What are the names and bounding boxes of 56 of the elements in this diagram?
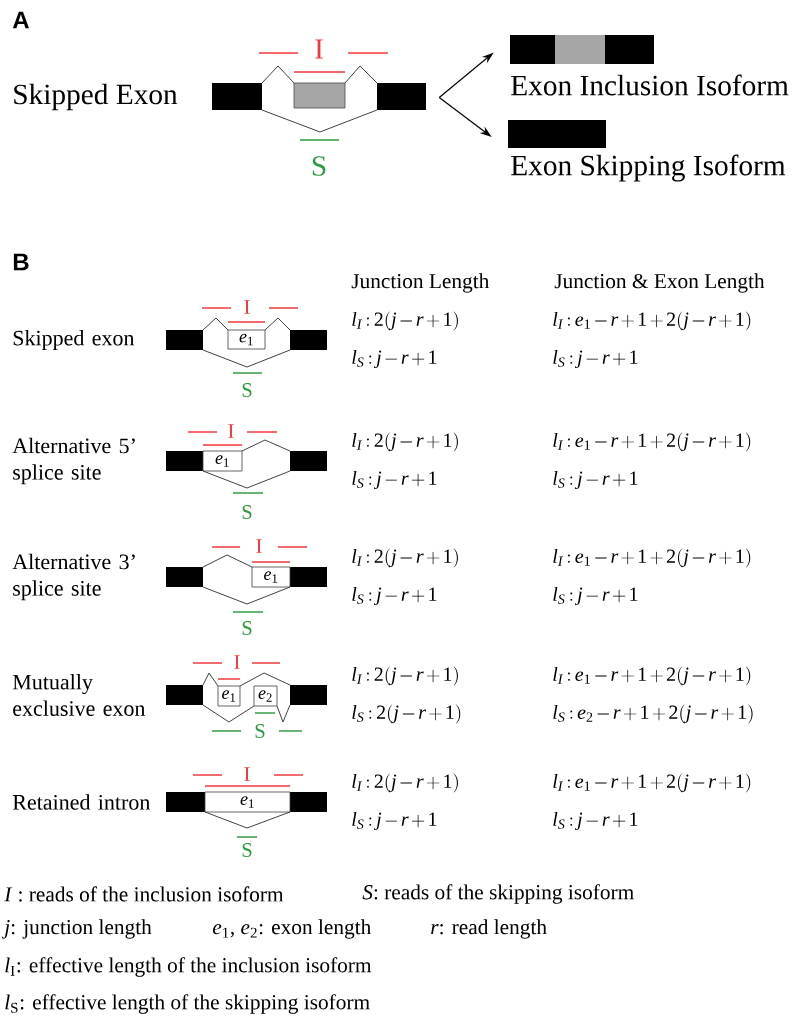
legend-text: S: reads of the skipping isoform	[362, 884, 634, 904]
formula: $l_S : 2(j-r+1)$	[352, 704, 461, 724]
legend-text: l$_{S}$: effective length of the skipping isoform	[5, 994, 370, 1014]
row-label: Alternative 5’ splice site	[12, 437, 135, 485]
formula: $l_I : 2(j-r+1)$	[352, 666, 458, 686]
read-label: I	[228, 424, 234, 438]
row-label: Skipped exon	[13, 330, 135, 350]
formula: $l_S : j-r+1$	[352, 586, 437, 606]
formula: $l_S : j-r+1$	[553, 586, 638, 606]
exon-label: e$_{1}$	[222, 690, 236, 702]
legend-text: I : reads of the inclusion isoform	[4, 886, 284, 902]
row-label: Mutually exclusive exon	[12, 674, 146, 716]
exon-label: e$_{1}$	[239, 333, 253, 346]
formula: $l_S : j-r+1$	[352, 470, 437, 490]
isoform-label: Exon Skipping Isoform	[511, 154, 786, 182]
formula: $l_S : e_2-r+1+2(j-r+1)$	[553, 704, 753, 724]
legend-text: r: read length	[431, 919, 547, 939]
exon-label: e$_{1}$	[264, 571, 278, 583]
formula: $l_S : j-r+1$	[352, 349, 437, 369]
exon-label: e$_{1}$	[240, 796, 254, 808]
exon-label: e$_{2}$	[258, 690, 272, 702]
read-label: S	[242, 383, 252, 397]
formula: $l_I : e_1-r+1+2(j-r+1)$	[553, 311, 751, 331]
formula: $l_S : j-r+1$	[553, 811, 638, 831]
row-label: Alternative 3’ splice site	[12, 553, 135, 601]
read-label: I	[244, 300, 250, 314]
panel-letter: B	[13, 253, 29, 271]
exon-label: e$_{1}$	[215, 455, 229, 467]
column-header: Junction & Exon Length	[554, 273, 765, 293]
read-label: I	[256, 539, 262, 553]
formula: $l_S : j-r+1$	[352, 811, 437, 831]
row-label: Retained intron	[12, 794, 151, 810]
read-label: I	[315, 39, 323, 59]
formula: $l_I : 2(j-r+1)$	[352, 311, 458, 331]
isoform-label: Exon Inclusion Isoform	[511, 74, 789, 96]
formula: $l_I : e_1-r+1+2(j-r+1)$	[553, 666, 751, 686]
formula: $l_S : j-r+1$	[553, 349, 638, 369]
formula: $l_I : 2(j-r+1)$	[352, 432, 458, 452]
formula: $l_I : e_1-r+1+2(j-r+1)$	[553, 432, 751, 452]
read-label: S	[242, 621, 252, 635]
formula: $l_I : e_1-r+1+2(j-r+1)$	[553, 548, 751, 568]
formula: $l_I : 2(j-r+1)$	[352, 773, 458, 793]
formula: $l_I : e_1-r+1+2(j-r+1)$	[553, 773, 751, 793]
panel-letter: A	[12, 11, 29, 29]
legend-text: j: junction length	[2, 919, 152, 939]
read-label: I	[234, 655, 240, 669]
legend-text: l$_{I}$: effective length of the inclusion isoform	[5, 957, 372, 977]
formula: $l_I : 2(j-r+1)$	[352, 548, 458, 568]
read-label: I	[244, 767, 250, 781]
column-header: Junction Length	[351, 273, 490, 293]
read-label: S	[242, 505, 252, 519]
read-label: S	[242, 843, 252, 857]
event-label: Skipped Exon	[14, 83, 178, 111]
read-label: S	[255, 724, 265, 738]
legend-text: e$_{1}$, e$_{2}$: exon length	[212, 919, 372, 939]
formula: $l_S : j-r+1$	[553, 470, 638, 490]
